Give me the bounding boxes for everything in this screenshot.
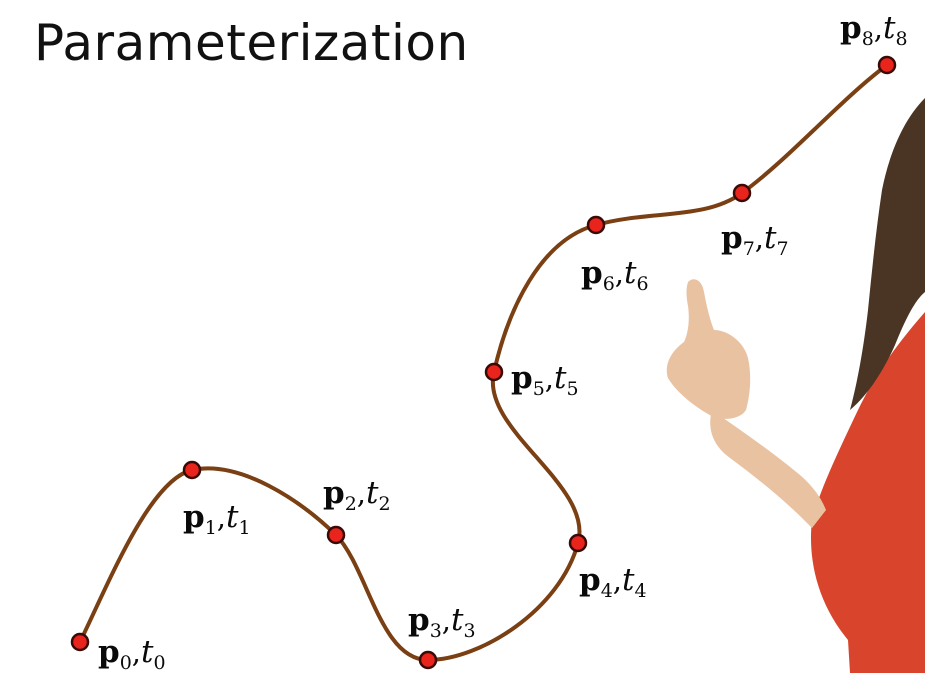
param-subscript: 8 <box>895 28 907 50</box>
param-subscript: 1 <box>238 517 250 539</box>
point-symbol: p <box>511 360 533 396</box>
param-symbol: t <box>226 499 239 535</box>
param-symbol: t <box>366 475 379 511</box>
control-point-0 <box>70 632 90 652</box>
point-symbol: p <box>408 602 430 638</box>
point-label-3: p3,t3 <box>408 602 476 642</box>
param-symbol: t <box>622 562 635 598</box>
point-label-8: p8,t8 <box>840 10 908 50</box>
param-subscript: 7 <box>776 238 788 260</box>
param-subscript: 2 <box>378 493 390 515</box>
point-subscript: 1 <box>205 517 217 539</box>
param-symbol: t <box>883 10 896 46</box>
point-subscript: 6 <box>603 273 615 295</box>
label-comma: , <box>132 635 141 669</box>
param-symbol: t <box>554 360 567 396</box>
point-subscript: 2 <box>345 493 357 515</box>
control-point-3 <box>418 650 438 670</box>
presenter-hand <box>666 279 751 419</box>
presenter-shirt <box>810 312 925 673</box>
param-subscript: 6 <box>636 273 648 295</box>
control-point-1 <box>182 460 202 480</box>
point-subscript: 5 <box>533 378 545 400</box>
point-label-0: p0,t0 <box>98 634 166 673</box>
presenter-figure <box>666 98 925 673</box>
label-comma: , <box>357 476 366 510</box>
label-comma: , <box>755 221 764 255</box>
param-symbol: t <box>764 220 777 256</box>
point-symbol: p <box>579 562 601 598</box>
param-subscript: 5 <box>566 378 578 400</box>
point-subscript: 8 <box>862 28 874 50</box>
control-point-4 <box>568 533 588 553</box>
param-symbol: t <box>141 634 154 670</box>
point-label-6: p6,t6 <box>581 255 649 295</box>
label-comma: , <box>615 256 624 290</box>
presenter-arm <box>710 410 826 528</box>
param-subscript: 0 <box>153 652 165 673</box>
label-comma: , <box>874 11 883 45</box>
point-subscript: 3 <box>430 620 442 642</box>
point-label-4: p4,t4 <box>579 562 647 602</box>
spline-curve <box>78 63 889 663</box>
point-symbol: p <box>98 634 120 670</box>
point-label-2: p2,t2 <box>323 475 391 515</box>
control-point-2 <box>326 525 346 545</box>
point-subscript: 0 <box>120 652 132 673</box>
point-symbol: p <box>581 255 603 291</box>
slide-title: Parameterization <box>34 14 469 72</box>
point-symbol: p <box>721 220 743 256</box>
param-symbol: t <box>624 255 637 291</box>
point-symbol: p <box>323 475 345 511</box>
label-comma: , <box>442 603 451 637</box>
control-point-6 <box>586 215 606 235</box>
param-symbol: t <box>451 602 464 638</box>
label-comma: , <box>613 563 622 597</box>
label-comma: , <box>545 361 554 395</box>
control-point-8 <box>877 55 897 75</box>
presenter-hair <box>850 98 925 410</box>
point-label-7: p7,t7 <box>721 220 789 260</box>
point-subscript: 7 <box>743 238 755 260</box>
control-points <box>70 55 897 670</box>
control-point-5 <box>484 362 504 382</box>
point-label-1: p1,t1 <box>183 499 251 539</box>
point-subscript: 4 <box>601 580 613 602</box>
label-comma: , <box>217 500 226 534</box>
param-subscript: 3 <box>463 620 475 642</box>
control-point-7 <box>732 183 752 203</box>
point-label-5: p5,t5 <box>511 360 579 400</box>
point-symbol: p <box>840 10 862 46</box>
point-labels: p0,t0p1,t1p2,t2p3,t3p4,t4p5,t5p6,t6p7,t7… <box>98 10 908 673</box>
point-symbol: p <box>183 499 205 535</box>
param-subscript: 4 <box>634 580 646 602</box>
